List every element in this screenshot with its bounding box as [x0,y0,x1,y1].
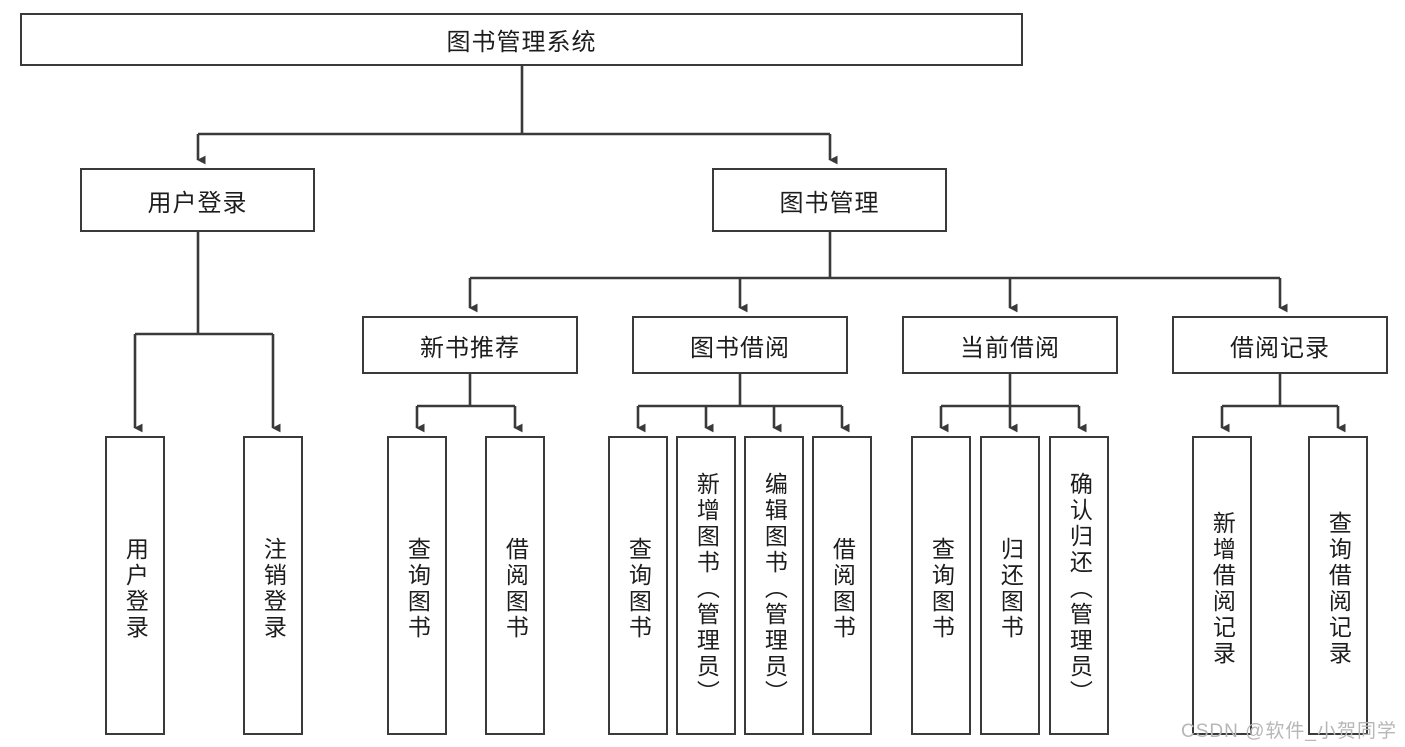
leaf-query-book-current[interactable]: 查询图书 [911,436,971,735]
node-borrow-record[interactable]: 借阅记录 [1172,316,1388,374]
leaf-user-login-label: 用户登录 [122,536,149,641]
leaf-edit-book-admin[interactable]: 编辑图书（管理员） [744,436,804,735]
node-current-borrow[interactable]: 当前借阅 [902,316,1118,374]
node-new-book-recommend-label: 新书推荐 [420,334,520,362]
node-book-manage[interactable]: 图书管理 [712,168,947,232]
leaf-query-borrow-record[interactable]: 查询借阅记录 [1308,436,1368,735]
leaf-query-book-rec[interactable]: 查询图书 [387,436,447,735]
node-user-login[interactable]: 用户登录 [80,168,315,232]
node-current-borrow-label: 当前借阅 [960,334,1060,362]
node-user-login-label: 用户登录 [147,189,248,217]
leaf-borrow-book-rec[interactable]: 借阅图书 [485,436,545,735]
leaf-borrow-book[interactable]: 借阅图书 [812,436,872,735]
leaf-logout-login[interactable]: 注销登录 [243,436,303,735]
leaf-add-borrow-record-label: 新增借阅记录 [1209,510,1236,667]
leaf-user-login[interactable]: 用户登录 [105,436,165,735]
node-root[interactable]: 图书管理系统 [20,13,1023,66]
leaf-query-book-current-label: 查询图书 [928,536,955,641]
node-book-manage-label: 图书管理 [779,189,880,217]
node-book-borrow-label: 图书借阅 [690,334,790,362]
node-new-book-recommend[interactable]: 新书推荐 [362,316,578,374]
node-root-label: 图书管理系统 [446,29,597,56]
leaf-logout-login-label: 注销登录 [260,536,287,641]
leaf-edit-book-admin-label: 编辑图书（管理员） [761,471,788,706]
leaf-return-book[interactable]: 归还图书 [980,436,1040,735]
leaf-query-book-borrow[interactable]: 查询图书 [608,436,668,735]
leaf-add-book-admin-label: 新增图书（管理员） [693,471,720,706]
leaf-query-book-borrow-label: 查询图书 [625,536,652,641]
leaf-confirm-return-admin[interactable]: 确认归还（管理员） [1049,436,1109,735]
leaf-borrow-book-label: 借阅图书 [829,536,856,641]
leaf-borrow-book-rec-label: 借阅图书 [502,536,529,641]
leaf-add-borrow-record[interactable]: 新增借阅记录 [1192,436,1252,735]
leaf-query-borrow-record-label: 查询借阅记录 [1325,510,1352,667]
leaf-query-book-rec-label: 查询图书 [404,536,431,641]
csdn-watermark: CSDN @软件_小贺同学 [1181,721,1397,742]
leaf-return-book-label: 归还图书 [997,536,1024,641]
leaf-confirm-return-admin-label: 确认归还（管理员） [1066,471,1093,706]
node-borrow-record-label: 借阅记录 [1230,334,1330,362]
node-book-borrow[interactable]: 图书借阅 [632,316,848,374]
leaf-add-book-admin[interactable]: 新增图书（管理员） [676,436,736,735]
